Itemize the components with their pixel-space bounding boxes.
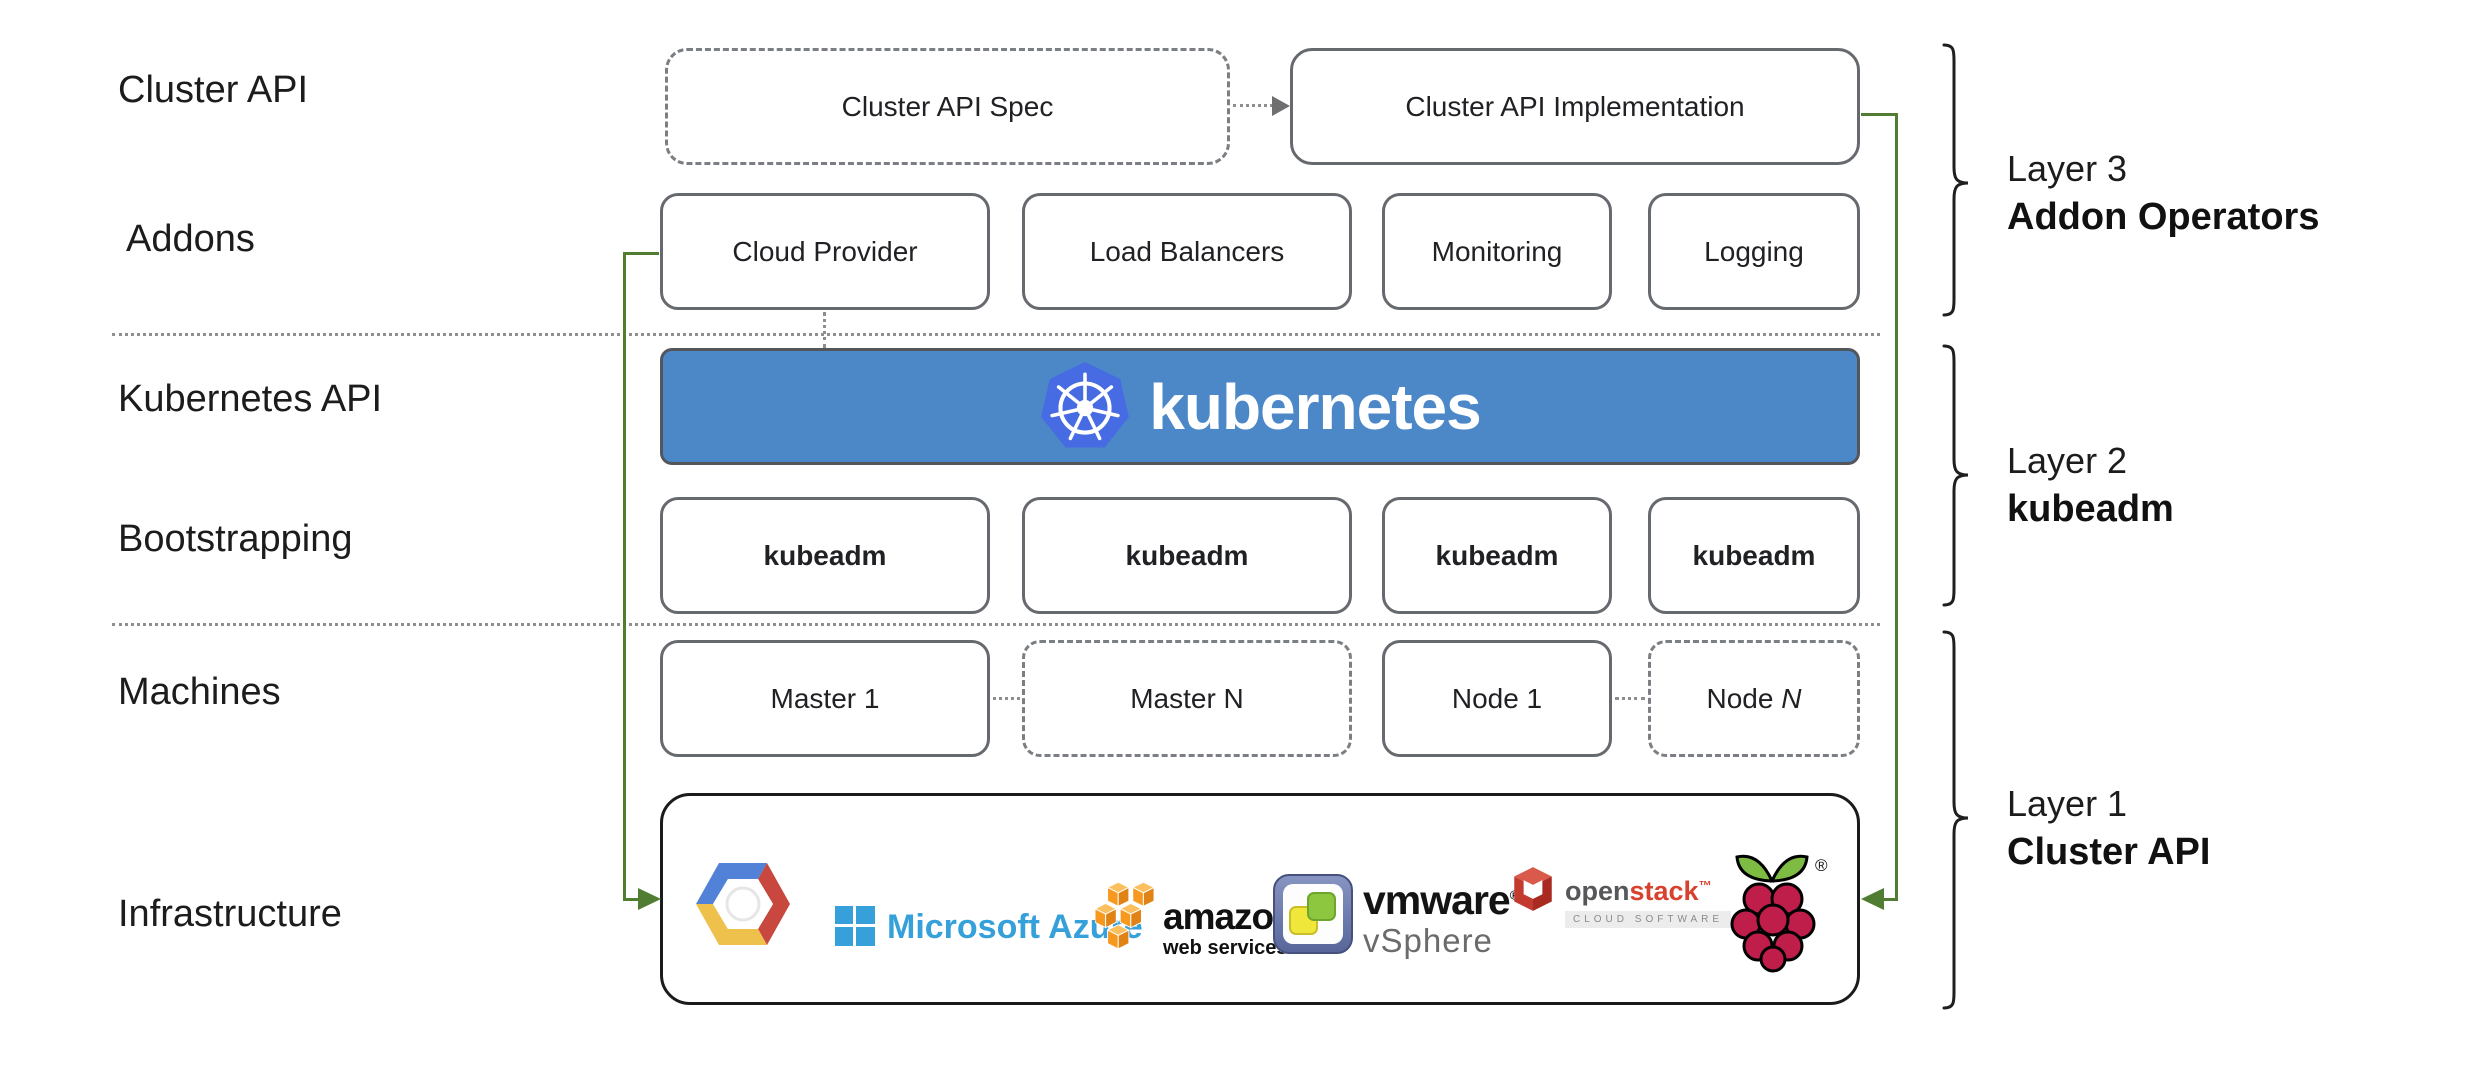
vmware-wordmark: vmware® vSphere bbox=[1363, 877, 1519, 959]
load-balancers-label: Load Balancers bbox=[1089, 235, 1285, 267]
layer-2-label: Layer 2 kubeadm bbox=[2007, 440, 2174, 531]
vmware-text: vmware bbox=[1363, 877, 1511, 923]
cluster-api-implementation-label: Cluster API Implementation bbox=[1405, 90, 1745, 122]
openstack-wordmark: openstack™ CLOUD SOFTWARE bbox=[1565, 876, 1732, 928]
addon-box-logging: Logging bbox=[1648, 193, 1860, 310]
layer-2-bracket bbox=[1942, 344, 1969, 607]
layer-1-title: Layer 1 bbox=[2007, 783, 2128, 824]
openstack-open-text: open bbox=[1565, 876, 1630, 906]
separator-bootstrapping-machines bbox=[112, 623, 1880, 626]
row-label-bootstrapping: Bootstrapping bbox=[118, 518, 353, 560]
layer-3-bracket bbox=[1942, 43, 1969, 317]
aws-cubes-icon bbox=[1095, 881, 1155, 950]
kubeadm-label: kubeadm bbox=[1435, 539, 1559, 571]
layer-1-label: Layer 1 Cluster API bbox=[2007, 783, 2210, 874]
row-label-cluster-api: Cluster API bbox=[118, 69, 309, 111]
green-arrow-into-infrastructure-right-icon bbox=[1861, 888, 1884, 910]
kubeadm-label: kubeadm bbox=[763, 539, 887, 571]
machine-box-node-n: Node N bbox=[1648, 640, 1860, 757]
layer-1-bracket bbox=[1942, 630, 1969, 1010]
kubeadm-label: kubeadm bbox=[1125, 539, 1249, 571]
addon-box-cloud-provider: Cloud Provider bbox=[660, 193, 990, 310]
spec-to-implementation-arrowhead-icon bbox=[1272, 96, 1290, 116]
cloud-provider-label: Cloud Provider bbox=[732, 235, 918, 267]
row-label-kubernetes-api: Kubernetes API bbox=[118, 378, 383, 420]
master1-to-mastern-connector bbox=[993, 697, 1020, 700]
node1-to-noden-connector bbox=[1615, 697, 1645, 700]
openstack-cloud-software-text: CLOUD SOFTWARE bbox=[1565, 911, 1732, 928]
machine-box-master-1: Master 1 bbox=[660, 640, 990, 757]
node-n-label: Node N bbox=[1707, 683, 1802, 715]
layer-2-subtitle: kubeadm bbox=[2007, 488, 2174, 530]
node-1-label: Node 1 bbox=[1451, 682, 1543, 714]
cloud-provider-to-kubernetes-connector bbox=[823, 312, 826, 348]
google-cloud-logo-icon bbox=[696, 863, 790, 945]
kubernetes-wheel-icon bbox=[1041, 361, 1130, 447]
green-arrow-into-infrastructure-left-icon bbox=[638, 888, 661, 910]
layer-1-subtitle: Cluster API bbox=[2007, 831, 2211, 873]
kubeadm-label: kubeadm bbox=[1692, 539, 1816, 571]
cluster-api-implementation-box: Cluster API Implementation bbox=[1290, 48, 1860, 165]
green-connector-left-bottom bbox=[623, 898, 641, 901]
openstack-stack-text: stack bbox=[1629, 876, 1699, 906]
layer-3-label: Layer 3 Addon Operators bbox=[2007, 148, 2319, 239]
kubeadm-box-3: kubeadm bbox=[1382, 497, 1612, 614]
layer-3-title: Layer 3 bbox=[2007, 148, 2128, 189]
green-connector-right-bottom bbox=[1882, 898, 1898, 901]
raspberry-pi-logo-icon bbox=[1730, 854, 1816, 973]
infrastructure-box: Microsoft Azure amazon web services bbox=[660, 793, 1860, 1005]
microsoft-window-icon bbox=[835, 906, 875, 946]
openstack-tm-mark: ™ bbox=[1698, 878, 1712, 893]
layer-2-title: Layer 2 bbox=[2007, 440, 2128, 481]
addon-box-monitoring: Monitoring bbox=[1382, 193, 1612, 310]
monitoring-label: Monitoring bbox=[1431, 235, 1563, 267]
kubernetes-wordmark: kubernetes bbox=[1149, 370, 1481, 443]
machine-box-node-1: Node 1 bbox=[1382, 640, 1612, 757]
kubeadm-box-2: kubeadm bbox=[1022, 497, 1352, 614]
green-connector-left-stub bbox=[623, 252, 659, 255]
kubernetes-banner: kubernetes bbox=[660, 348, 1860, 465]
web-services-text: web services bbox=[1163, 937, 1288, 959]
vmware-vsphere-icon bbox=[1273, 874, 1353, 954]
addon-box-load-balancers: Load Balancers bbox=[1022, 193, 1352, 310]
row-label-machines: Machines bbox=[118, 671, 281, 713]
node-n-prefix: Node bbox=[1706, 682, 1774, 714]
layer-3-subtitle: Addon Operators bbox=[2007, 196, 2320, 238]
kubeadm-box-4: kubeadm bbox=[1648, 497, 1860, 614]
machine-box-master-n: Master N bbox=[1022, 640, 1352, 757]
kubeadm-box-1: kubeadm bbox=[660, 497, 990, 614]
vsphere-text: vSphere bbox=[1363, 922, 1493, 959]
green-connector-left-vertical bbox=[623, 252, 626, 900]
logging-label: Logging bbox=[1704, 235, 1804, 267]
separator-addons-kubernetes bbox=[112, 333, 1880, 336]
master-1-label: Master 1 bbox=[770, 682, 880, 714]
green-connector-right-vertical bbox=[1895, 113, 1898, 900]
cluster-api-spec-box: Cluster API Spec bbox=[665, 48, 1230, 165]
raspberry-registered-mark: ® bbox=[1815, 856, 1828, 875]
master-n-label: Master N bbox=[1130, 682, 1244, 714]
row-label-infrastructure: Infrastructure bbox=[118, 893, 342, 935]
row-label-addons: Addons bbox=[126, 218, 255, 260]
node-n-suffix-italic: N bbox=[1781, 682, 1802, 714]
openstack-cube-icon bbox=[1514, 867, 1552, 911]
spec-to-implementation-connector bbox=[1233, 104, 1279, 107]
cluster-api-spec-label: Cluster API Spec bbox=[841, 90, 1054, 122]
green-connector-right-stub bbox=[1861, 113, 1898, 116]
